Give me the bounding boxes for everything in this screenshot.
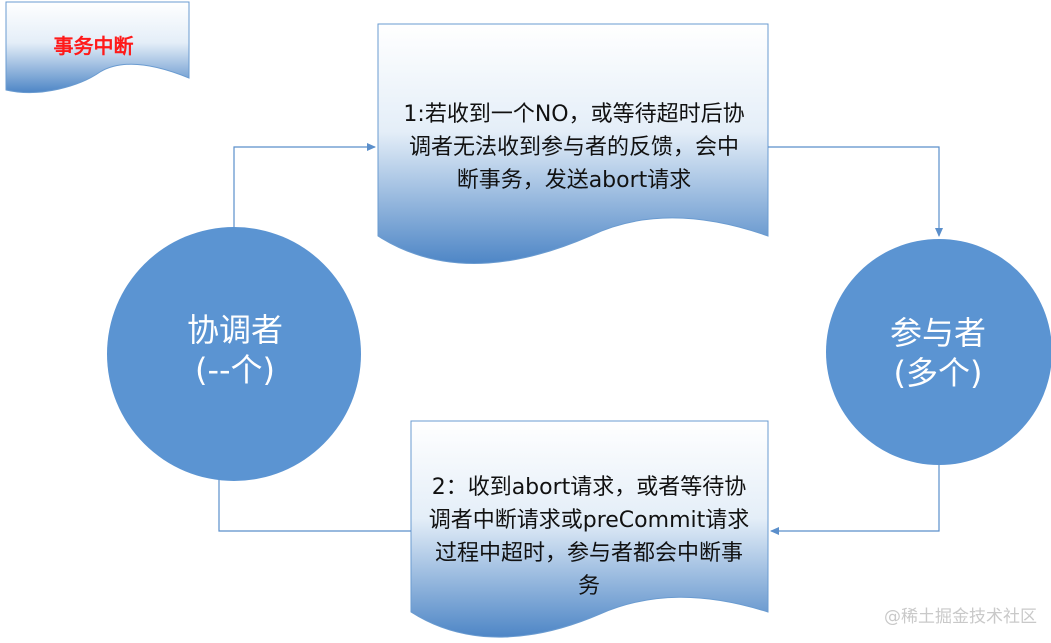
participant-name: 参与者 bbox=[889, 314, 986, 352]
step2-line: 过程中超时，参与者都会中断事 bbox=[434, 541, 743, 566]
participant-label: 参与者 (多个) bbox=[823, 313, 1051, 393]
step2-line: 调者中断请求或preCommit请求 bbox=[428, 508, 750, 533]
step2-text: 2：收到abort请求，或者等待协 调者中断请求或preCommit请求 过程中… bbox=[411, 471, 767, 603]
coordinator-count: (--个) bbox=[194, 351, 276, 389]
diagram-title: 事务中断 bbox=[53, 33, 134, 58]
coordinator-label: 协调者 (--个) bbox=[110, 310, 360, 390]
coordinator-node bbox=[107, 227, 361, 481]
connector-step2-to-coordinator bbox=[218, 480, 411, 532]
connector-coordinator-to-step1 bbox=[233, 143, 376, 227]
step1-line: 调者无法收到参与者的反馈，会中 bbox=[408, 135, 739, 160]
step2-shape bbox=[410, 420, 769, 638]
step1-shape bbox=[377, 23, 769, 265]
step2-line: 务 bbox=[577, 574, 600, 599]
step1-text: 1:若收到一个NO，或等待超时后协 调者无法收到参与者的反馈，会中 断事务，发送… bbox=[380, 98, 768, 197]
step2-line: 2：收到abort请求，或者等待协 bbox=[431, 475, 747, 500]
title-shape bbox=[5, 1, 190, 93]
participant-node bbox=[826, 239, 1051, 465]
connector-participant-to-step2 bbox=[770, 465, 940, 535]
step1-line: 断事务，发送abort请求 bbox=[456, 168, 692, 193]
watermark: @稀土掘金技术社区 bbox=[884, 607, 1037, 627]
coordinator-name: 协调者 bbox=[186, 311, 283, 349]
step1-line: 1:若收到一个NO，或等待超时后协 bbox=[403, 102, 745, 127]
connector-step1-to-participant bbox=[768, 146, 943, 237]
participant-count: (多个) bbox=[893, 354, 983, 392]
